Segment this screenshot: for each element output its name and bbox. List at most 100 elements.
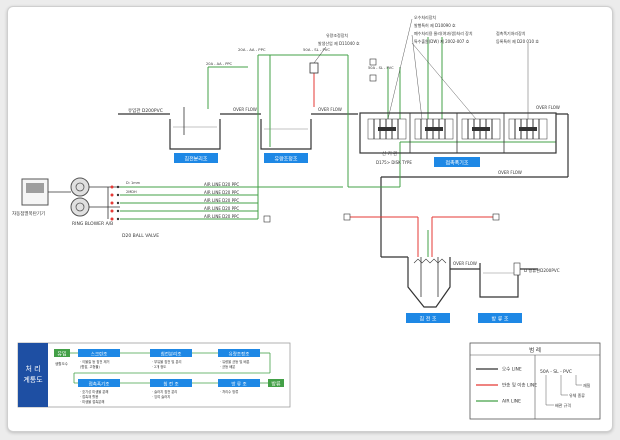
equipment: 자동점멸폭탄기기 RING BLOWER A/B D20 BALL VALVE … xyxy=(12,177,159,239)
process-title-2: 계통도 xyxy=(23,375,43,384)
tank-label-3 xyxy=(434,157,480,167)
end-badge xyxy=(268,379,284,387)
svg-text:방 류 조: 방 류 조 xyxy=(231,381,246,388)
note-settling: · 슬러지 침전 분리 xyxy=(152,389,177,394)
tank-settling: OVER FLOW xyxy=(343,213,500,308)
process-title-1: 처 리 xyxy=(25,364,40,373)
flow-gauge-icon xyxy=(309,62,319,74)
flow-a: D: 1mm xyxy=(126,181,141,185)
svg-text:유입: 유입 xyxy=(57,351,66,358)
panel-label: 자동점멸폭탄기기 xyxy=(12,210,45,217)
step-settling xyxy=(150,379,192,387)
tank-label-4 xyxy=(406,313,450,323)
flow-b: 2MDH xyxy=(126,190,137,194)
tank-sedimentation-separation: 유입관 D200PVC xyxy=(128,107,221,150)
gauge-note: 발생산업 제 D11040 호 xyxy=(318,40,360,46)
pipe-label-b: 50A - SL - PVC xyxy=(303,47,330,52)
note-aeration: · 호기성 미생물 분해 xyxy=(80,389,108,394)
step-screen xyxy=(78,349,120,357)
tank-label-5 xyxy=(478,313,522,323)
callout-3: 폐수처리용 물리(여과/생)처리 장치 xyxy=(414,30,473,36)
svg-text:침전분리조: 침전분리조 xyxy=(161,351,182,358)
air-line-labels: AIR LINE D20 PPC AIR LINE D20 PPC AIR LI… xyxy=(204,182,239,219)
legend-size: 배관 규격 xyxy=(555,402,571,408)
patent-callouts: 오수처리장치 발행특허 제 D10090 호 폐수처리용 물리(여과/생)처리 … xyxy=(387,14,539,120)
svg-text:방류: 방류 xyxy=(271,381,281,388)
inflow-label: 유입관 D200PVC xyxy=(128,107,163,114)
step-discharge xyxy=(218,379,260,387)
blower-b-icon xyxy=(70,197,90,217)
pipe-label-d: 20A - AA - PPC xyxy=(206,62,233,66)
note-discharge: · 처리수 방류 xyxy=(220,389,238,394)
legend-material: 재질 xyxy=(583,382,591,388)
return-lines xyxy=(313,72,493,257)
svg-text:침전분리조: 침전분리조 xyxy=(184,156,207,163)
diagram-frame: 자동점멸폭탄기기 RING BLOWER A/B D20 BALL VALVE … xyxy=(7,6,613,432)
svg-text:접촉폭기조: 접촉폭기조 xyxy=(445,160,468,167)
svg-text:· 균등 배분: · 균등 배분 xyxy=(220,364,235,369)
legend-title: 범 례 xyxy=(529,346,541,354)
note-sedimentation: · 부유물 침전 및 분리 xyxy=(152,359,182,364)
legend-sewage: 오수 LINE xyxy=(502,367,522,373)
callout-2: 발행특허 제 D10090 호 xyxy=(414,22,456,28)
note-screen: · 이물질 등 침전 제거 xyxy=(80,359,110,364)
pipe-label-a: 20A - AA - PPC xyxy=(238,47,266,52)
blower-a-icon xyxy=(70,177,90,197)
step-sedimentation xyxy=(150,349,192,357)
svg-text:· 2개 정도: · 2개 정도 xyxy=(152,364,166,369)
legend-air: AIR LINE xyxy=(502,399,521,405)
pipe-label-c: 50A - SL - PVC xyxy=(368,66,394,70)
legend-return: 반송 및 이송 LINE xyxy=(502,382,537,389)
legend-code: 50A - SL - PVC xyxy=(540,369,572,375)
tank-label-1 xyxy=(174,153,218,163)
air-label-1: AIR LINE D20 PPC xyxy=(204,182,239,187)
overflow-2: OVER FLOW xyxy=(318,107,342,112)
tank-labels: 침전분리조 유량조정조 접촉폭기조 침 전 조 방 류 조 xyxy=(174,153,522,323)
process-diagram: 자동점멸폭탄기기 RING BLOWER A/B D20 BALL VALVE … xyxy=(12,14,601,420)
process-steps-row1: 스크린조 침전분리조 유량조정조 xyxy=(70,349,260,358)
air-label-3: AIR LINE D20 PPC xyxy=(204,198,239,203)
legend: 범 례 오수 LINE 반송 및 이송 LINE AIR LINE 50A - … xyxy=(469,342,601,420)
tank-flow-equalization: OVER FLOW 유량조정장치 발생산업 제 D11040 호 20A - A… xyxy=(233,32,360,150)
svg-text:· 잉여 슬러지: · 잉여 슬러지 xyxy=(152,394,170,399)
tank-contact-aeration: 산 기 관 D175> DISK TYPE OVER FLOW OVER FLO… xyxy=(206,58,560,175)
svg-text:스크린조: 스크린조 xyxy=(91,351,108,358)
callout-1: 오수처리장치 xyxy=(414,14,436,20)
svg-text:· 미생물 접촉분해: · 미생물 접촉분해 xyxy=(80,399,104,404)
disk-label: D175> DISK TYPE xyxy=(376,160,412,165)
overflow-5: OVER FLOW xyxy=(453,261,477,266)
valve-b-icon xyxy=(369,74,377,82)
note-equalization: · 유량을 균등 및 배분 xyxy=(220,359,250,364)
overflow-1: OVER FLOW xyxy=(233,107,257,112)
process-steps-row2: 접촉폭기조 침 전 조 방 류 조 방류 xyxy=(73,352,284,388)
step-equalization xyxy=(218,349,260,357)
sewage-lines xyxy=(118,113,569,270)
svg-text:유량조정조: 유량조정조 xyxy=(274,156,297,163)
panel-screen-icon xyxy=(26,183,44,193)
svg-text:접촉폭기조: 접촉폭기조 xyxy=(89,381,110,388)
svg-text:침 전 조: 침 전 조 xyxy=(163,381,178,388)
ball-valve-label: D20 BALL VALVE xyxy=(122,233,159,239)
blower-label: RING BLOWER A/B xyxy=(72,221,113,227)
callout-6: 등록특허 제 D20 010 호 xyxy=(496,38,539,44)
air-lines xyxy=(120,37,556,257)
tank-discharge: D 방류관D200PVC xyxy=(479,262,560,298)
svg-text:방 류 조: 방 류 조 xyxy=(492,316,509,323)
overflow-4: OVER FLOW xyxy=(498,170,522,175)
diffuser-label: 산 기 관 xyxy=(382,150,397,157)
inflow-note: 생활오수 xyxy=(55,361,69,366)
air-label-5: AIR LINE D20 PPC xyxy=(204,214,239,219)
air-label-4: AIR LINE D20 PPC xyxy=(204,206,239,211)
valve-a-icon xyxy=(369,58,377,66)
legend-use: 유체 종류 xyxy=(569,392,585,398)
start-badge xyxy=(54,349,70,357)
step-aeration xyxy=(78,379,120,387)
svg-text:· 접촉재 활용: · 접촉재 활용 xyxy=(80,394,98,399)
svg-text:유량조정조: 유량조정조 xyxy=(229,351,250,358)
callout-4: 특수출원(DW) 제 2002-007 호 xyxy=(414,38,470,44)
gauge-label: 유량조정장치 xyxy=(326,32,348,38)
overflow-3: OVER FLOW xyxy=(536,105,560,110)
callout-5: 접촉폭기처리장치 xyxy=(496,30,526,36)
svg-text:(협잡, 고형물): (협잡, 고형물) xyxy=(80,364,100,369)
svg-text:침 전 조: 침 전 조 xyxy=(420,316,437,323)
